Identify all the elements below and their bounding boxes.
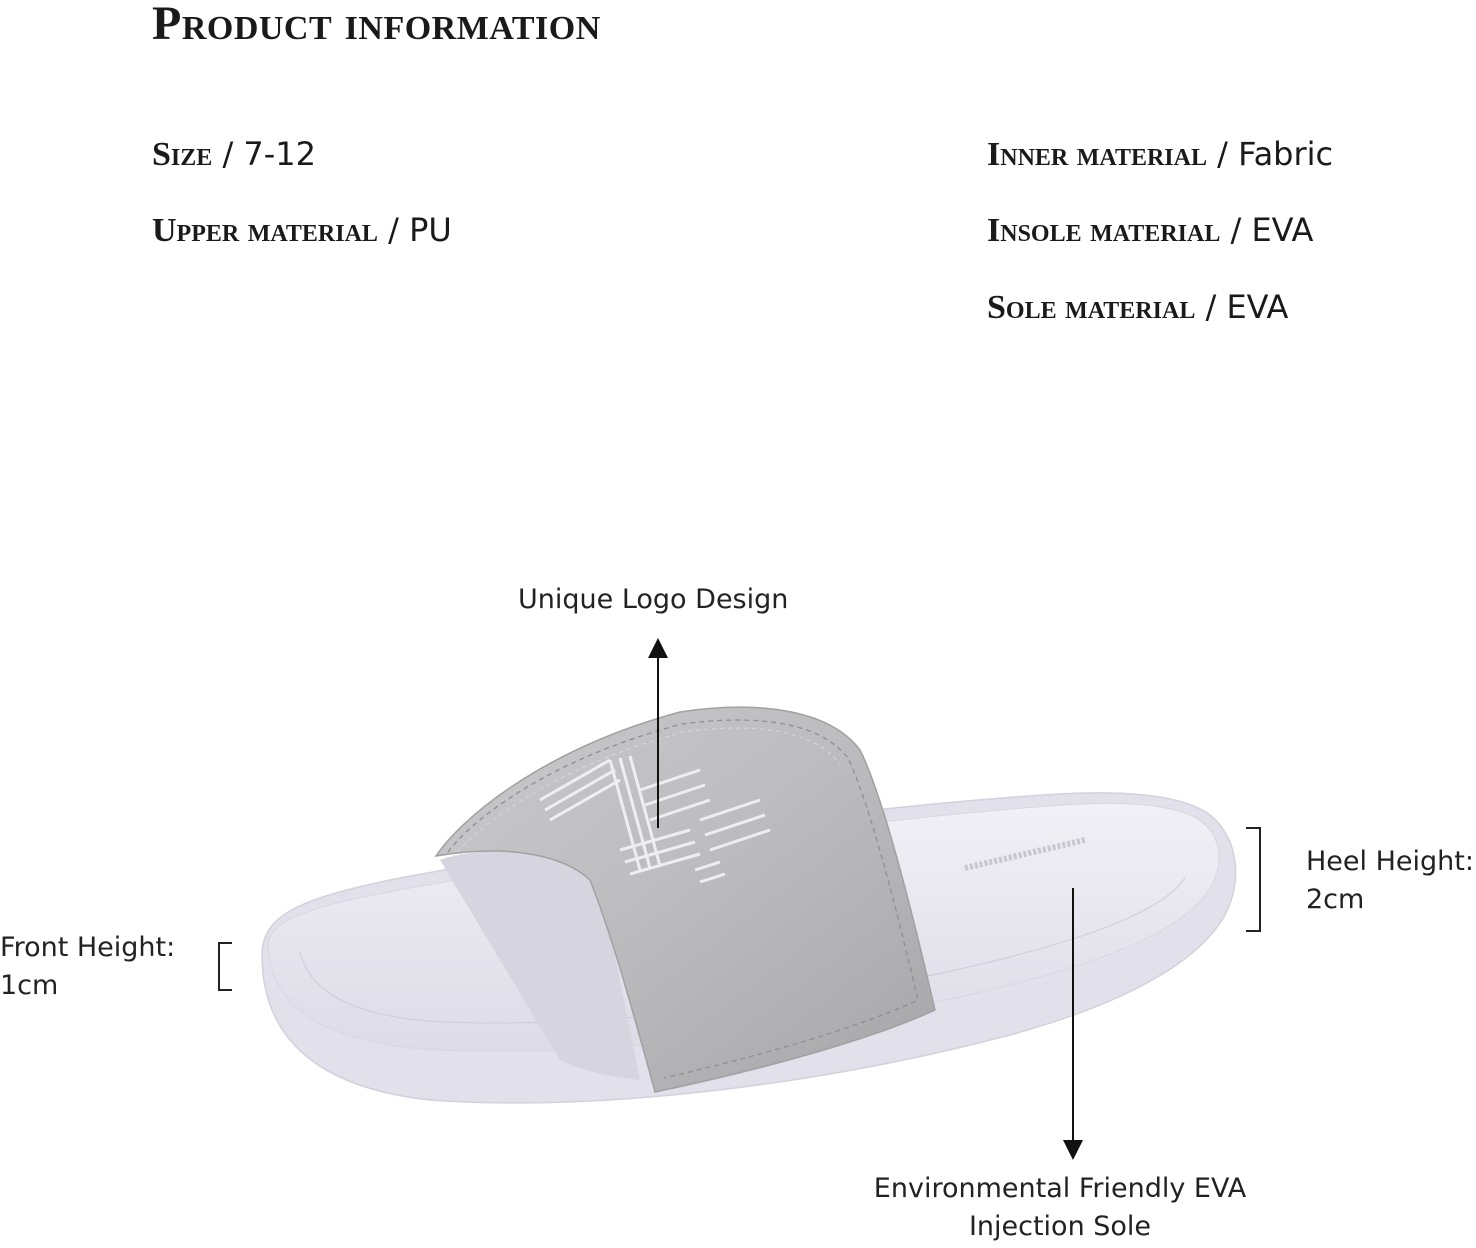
sandal-image: [261, 706, 1237, 1104]
strap-inner-shadow: [440, 851, 640, 1080]
spec-upper-value: PU: [409, 211, 452, 249]
page-title: Product information: [152, 0, 601, 50]
heel-print-mark: [964, 837, 1086, 871]
strap-stitch-2: [451, 727, 841, 859]
spec-sole-label: Sole material: [987, 289, 1196, 326]
sole-callout-line2: Injection Sole: [968, 1211, 1152, 1242]
spec-separator: /: [1206, 135, 1239, 173]
spec-inner-material: Inner material / Fabric: [987, 134, 1333, 174]
heel-height-bracket: [1246, 827, 1261, 932]
embossed-logo: [539, 755, 771, 884]
spec-inner-label: Inner material: [987, 136, 1207, 173]
front-height-value: 1cm: [0, 970, 59, 1001]
heel-height-callout: Heel Height: 2cm: [1306, 843, 1474, 919]
front-height-callout: Front Height: 1cm: [0, 929, 175, 1005]
spec-separator: /: [1195, 288, 1227, 326]
spec-separator: /: [377, 211, 410, 249]
heel-height-label: Heel Height:: [1306, 846, 1474, 877]
spec-separator: /: [212, 135, 244, 173]
spec-size-value: 7-12: [243, 135, 317, 173]
spec-inner-value: Fabric: [1238, 135, 1334, 173]
logo-callout: Unique Logo Design: [518, 584, 789, 615]
sole-callout-line1: Environmental Friendly EVA: [873, 1173, 1247, 1204]
spec-sole-material: Sole material / EVA: [987, 287, 1288, 327]
front-height-bracket: [218, 942, 232, 991]
spec-insole-material: Insole material / EVA: [987, 210, 1313, 250]
sole-callout: Environmental Friendly EVA Injection Sol…: [860, 1170, 1260, 1246]
front-height-label: Front Height:: [0, 932, 176, 963]
spec-separator: /: [1220, 211, 1252, 249]
spec-upper-label: Upper material: [152, 212, 378, 249]
spec-insole-label: Insole material: [987, 212, 1221, 249]
spec-upper-material: Upper material / PU: [152, 210, 452, 250]
spec-size: Size / 7-12: [152, 134, 316, 174]
spec-size-label: Size: [152, 136, 213, 173]
spec-insole-value: EVA: [1251, 211, 1314, 249]
heel-height-value: 2cm: [1306, 884, 1365, 915]
spec-sole-value: EVA: [1226, 288, 1289, 326]
